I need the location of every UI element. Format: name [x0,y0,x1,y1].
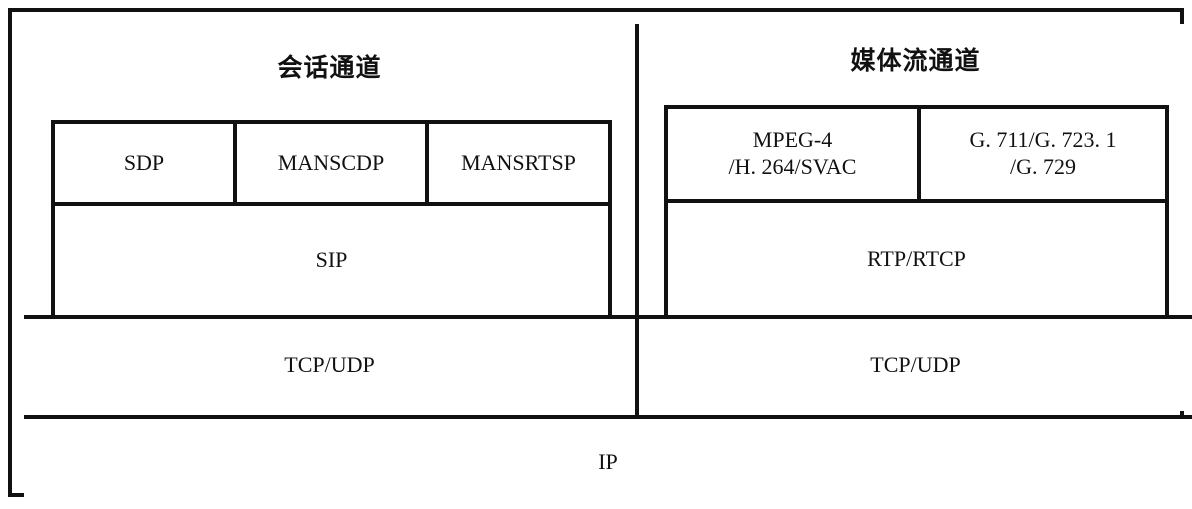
media-stream-channel-title: 媒体流通道 [850,45,981,75]
network-cell-ip: IP [24,419,1192,505]
network-band-top-rule [24,415,1192,419]
codec-divider [917,109,921,199]
media-stream-channel-column: 媒体流通道 MPEG-4 /H. 264/SVAC G. 711/G. 723.… [639,24,1192,319]
codec-audio-line2: /G. 729 [1010,154,1076,179]
session-channel-column: 会话通道 SDP MANSCDP MANSRTSP SIP [24,24,635,319]
protocol-divider-1 [233,124,237,202]
codec-cell-audio: G. 711/G. 723. 1 /G. 729 [921,109,1165,199]
codec-video-line2: /H. 264/SVAC [728,154,857,179]
session-protocol-group: SDP MANSCDP MANSRTSP SIP [51,120,612,319]
transport-band-top-rule [24,315,1192,319]
transport-cell-session: TCP/UDP [24,319,635,411]
media-protocol-group: MPEG-4 /H. 264/SVAC G. 711/G. 723. 1 /G.… [664,105,1169,319]
protocol-divider-2 [425,124,429,202]
protocol-cell-sdp: SDP [55,124,233,202]
session-channel-title: 会话通道 [277,53,382,82]
channel-column-divider [635,24,639,315]
media-group-horizontal-divider [668,199,1165,203]
protocol-cell-rtp-rtcp: RTP/RTCP [668,203,1165,315]
codec-audio-line1: G. 711/G. 723. 1 [969,127,1117,153]
protocol-cell-manscdp: MANSCDP [237,124,425,202]
codec-cell-video: MPEG-4 /H. 264/SVAC [668,109,917,199]
protocol-cell-mansrtsp: MANSRTSP [429,124,608,202]
transport-cell-media: TCP/UDP [639,319,1192,411]
session-group-horizontal-divider [55,202,608,206]
protocol-cell-sip: SIP [55,206,608,315]
transport-band-divider [635,315,639,415]
protocol-stack-outer-frame: 会话通道 SDP MANSCDP MANSRTSP SIP 媒体流通道 [8,8,1192,505]
codec-video-line1: MPEG-4 [752,127,833,153]
